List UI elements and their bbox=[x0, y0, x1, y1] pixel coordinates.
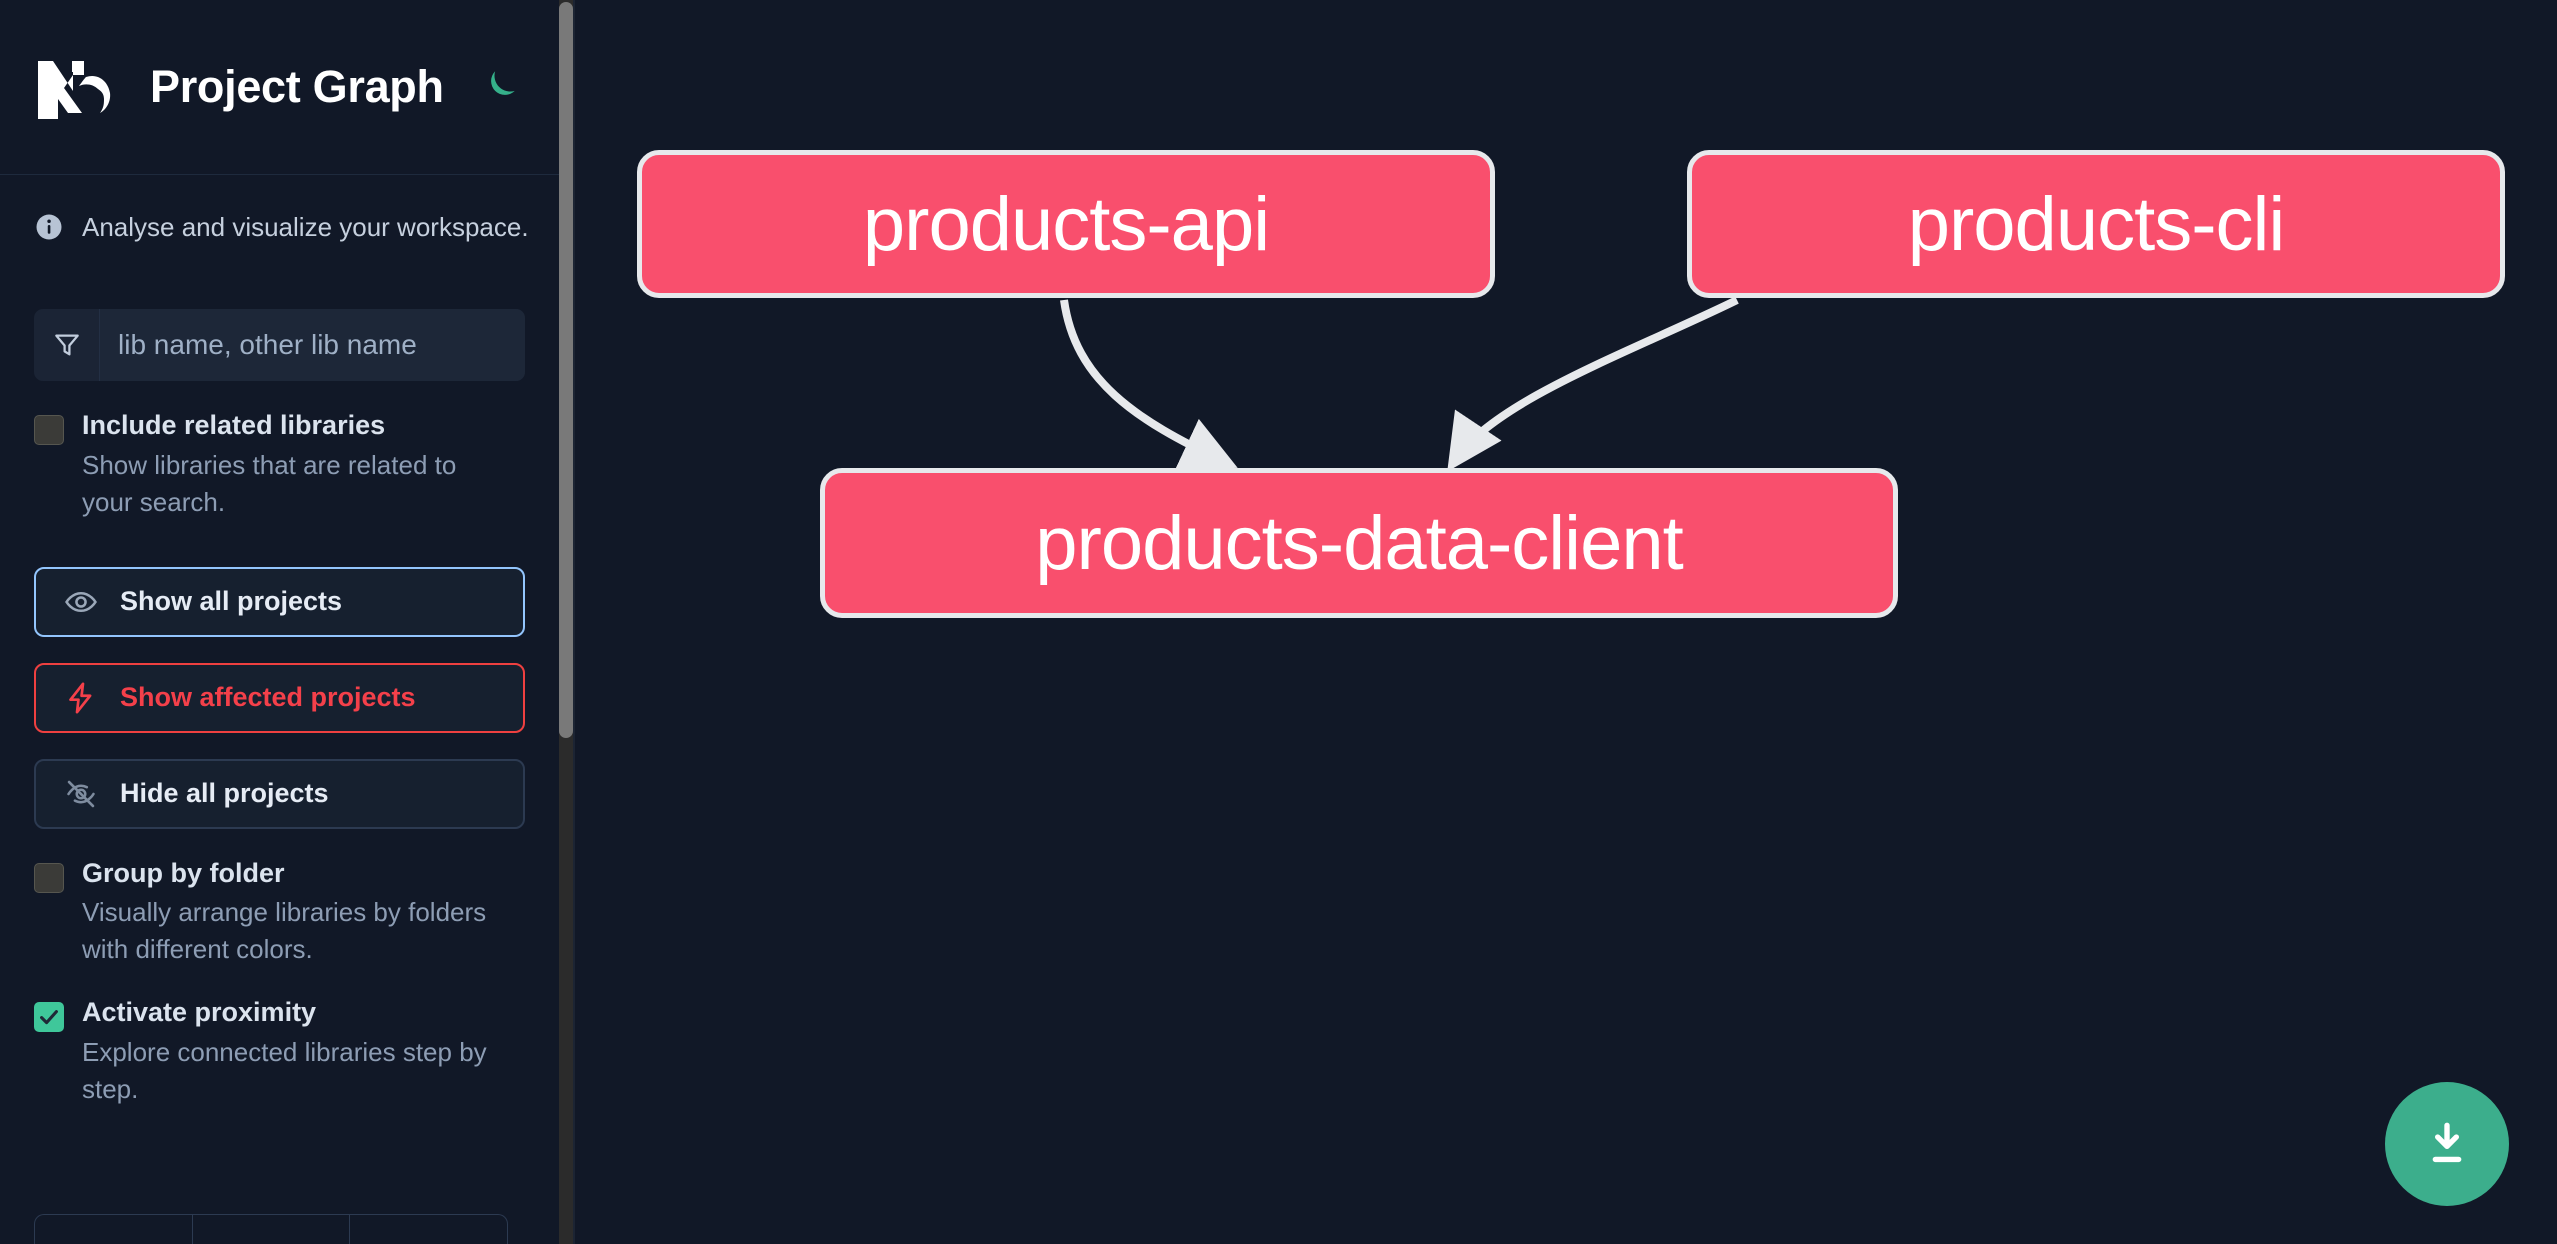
funnel-icon bbox=[34, 309, 100, 381]
proximity-step-option[interactable] bbox=[350, 1215, 507, 1244]
hide-all-projects-button[interactable]: Hide all projects bbox=[34, 758, 525, 829]
graph-node-label: products-cli bbox=[1907, 181, 2286, 267]
checkbox-include-related-libraries[interactable]: Include related libraries Show libraries… bbox=[0, 409, 559, 521]
show-all-projects-label: Show all projects bbox=[120, 586, 343, 617]
visibility-button-group: Show all projects Show affected projects bbox=[0, 566, 559, 829]
sidebar-divider bbox=[573, 0, 575, 1244]
graph-node-products-cli[interactable]: products-cli bbox=[1687, 150, 2505, 298]
graph-node-label: products-data-client bbox=[1035, 500, 1683, 586]
checkbox-group-by-folder[interactable]: Group by folder Visually arrange librari… bbox=[0, 857, 559, 969]
include-related-libraries-description: Show libraries that are related to your … bbox=[82, 449, 457, 517]
edge-products-api-to-products-data-client bbox=[1060, 299, 1238, 470]
group-by-folder-description: Visually arrange libraries by folders wi… bbox=[82, 897, 487, 965]
graph-canvas[interactable]: products-api products-cli products-data-… bbox=[575, 0, 2557, 1244]
eye-icon bbox=[64, 585, 98, 619]
show-all-projects-button[interactable]: Show all projects bbox=[34, 566, 525, 637]
checkbox-activate-proximity[interactable]: Activate proximity Explore connected lib… bbox=[0, 996, 559, 1108]
activate-proximity-label: Activate proximity bbox=[82, 997, 317, 1028]
info-icon bbox=[34, 212, 64, 242]
proximity-step-option[interactable] bbox=[193, 1215, 351, 1244]
sidebar-scrollbar-thumb[interactable] bbox=[559, 2, 573, 738]
group-by-folder-checkbox[interactable] bbox=[34, 862, 64, 893]
sidebar: Project Graph Analyse and visualize your… bbox=[0, 0, 575, 1244]
show-affected-projects-label: Show affected projects bbox=[120, 682, 416, 713]
graph-node-products-data-client[interactable]: products-data-client bbox=[820, 468, 1898, 618]
eye-off-icon bbox=[64, 777, 98, 811]
sidebar-scroll-area: Project Graph Analyse and visualize your… bbox=[0, 0, 559, 1244]
hide-all-projects-label: Hide all projects bbox=[120, 778, 329, 809]
filter-field[interactable] bbox=[34, 309, 525, 381]
lightning-icon bbox=[64, 681, 98, 715]
sidebar-header: Project Graph bbox=[0, 0, 559, 175]
edge-products-cli-to-products-data-client bbox=[1447, 296, 1739, 472]
workspace-info: Analyse and visualize your workspace. bbox=[0, 175, 559, 279]
workspace-info-text: Analyse and visualize your workspace. bbox=[82, 211, 529, 242]
proximity-step-button-group[interactable] bbox=[34, 1214, 508, 1244]
download-icon bbox=[2432, 1122, 2462, 1163]
group-by-folder-label: Group by folder bbox=[82, 857, 285, 888]
show-affected-projects-button[interactable]: Show affected projects bbox=[34, 662, 525, 733]
proximity-step-option[interactable] bbox=[35, 1215, 193, 1244]
activate-proximity-checkbox[interactable] bbox=[34, 1002, 64, 1033]
download-button[interactable] bbox=[2385, 1082, 2509, 1206]
moon-icon[interactable] bbox=[476, 64, 522, 110]
graph-edges bbox=[1060, 296, 1739, 472]
graph-node-products-api[interactable]: products-api bbox=[637, 150, 1495, 298]
search-input[interactable] bbox=[100, 309, 525, 381]
page-title: Project Graph bbox=[150, 61, 444, 112]
include-related-libraries-checkbox[interactable] bbox=[34, 415, 64, 445]
graph-node-label: products-api bbox=[862, 181, 1270, 267]
include-related-libraries-label: Include related libraries bbox=[82, 410, 386, 440]
nx-logo bbox=[34, 55, 126, 119]
activate-proximity-description: Explore connected libraries step by step… bbox=[82, 1036, 487, 1104]
